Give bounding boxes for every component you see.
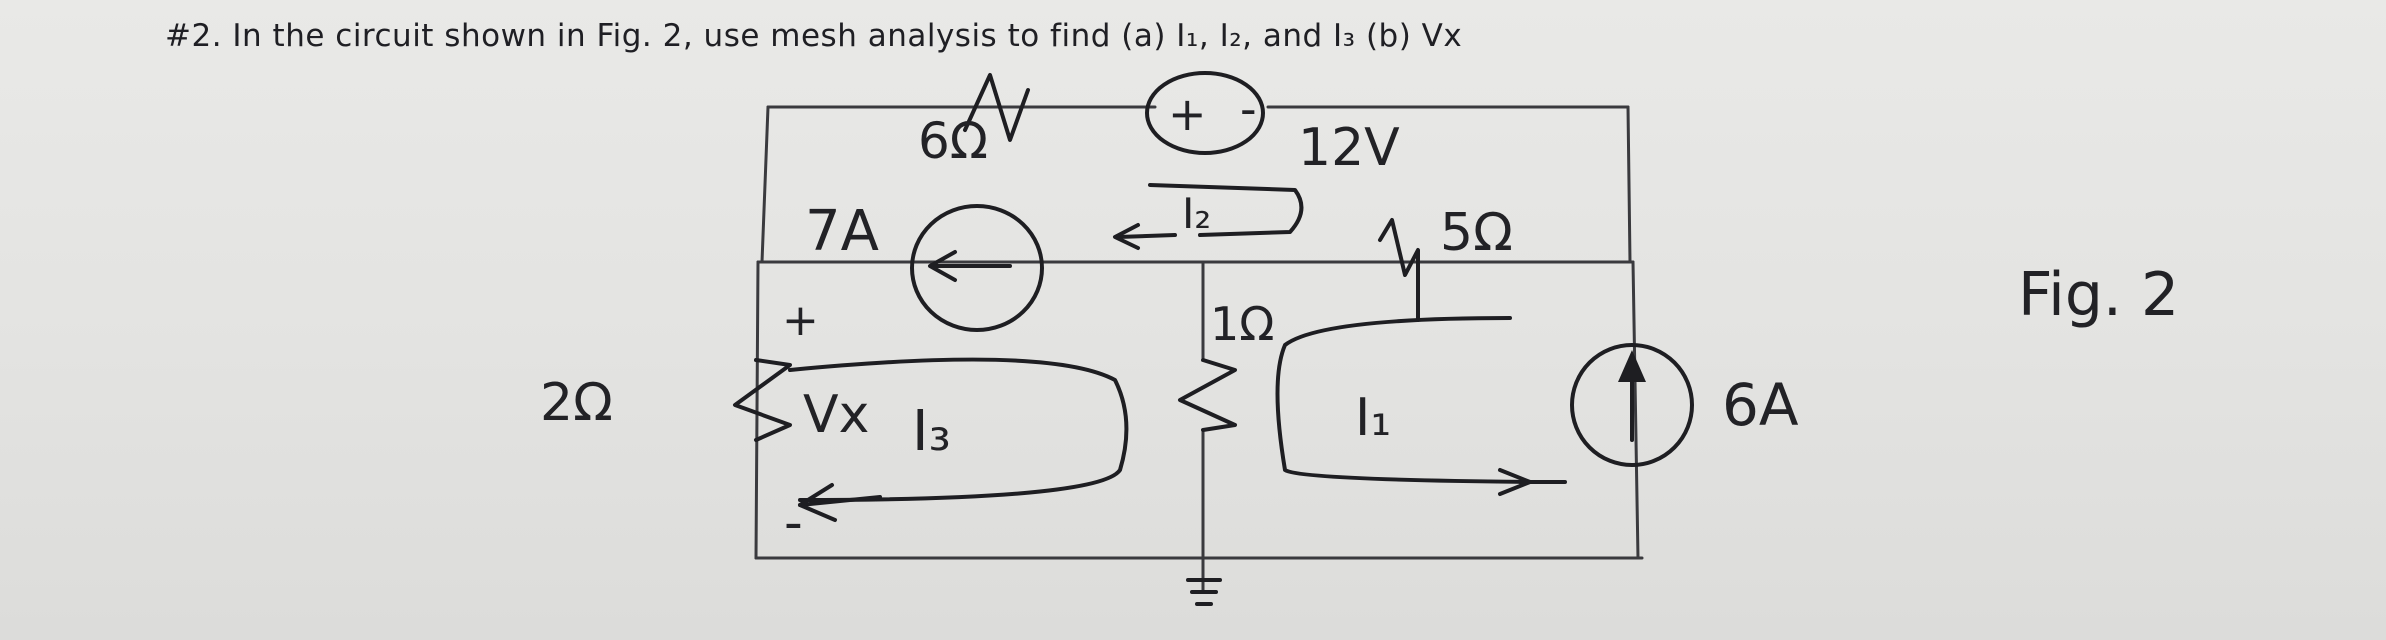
mesh-3-label: I₃ bbox=[912, 399, 951, 464]
mesh-1-arrow-head bbox=[1498, 468, 1532, 496]
mesh-2-loop bbox=[1148, 183, 1304, 237]
vx-label: Vx bbox=[803, 385, 869, 445]
voltage-source-plus: + bbox=[1168, 87, 1207, 141]
resistor-5ohm bbox=[1378, 218, 1420, 322]
resistor-2ohm-label: 2Ω bbox=[540, 373, 613, 433]
current-source-6a-label: 6A bbox=[1722, 371, 1799, 439]
mesh-3-arrow-head bbox=[798, 483, 837, 522]
vx-plus: + bbox=[782, 295, 819, 346]
vx-minus: - bbox=[784, 493, 803, 553]
wire-left-lower bbox=[754, 260, 760, 560]
resistor-1ohm-label: 1Ω bbox=[1210, 297, 1274, 351]
mesh-2: I₂ bbox=[1113, 183, 1304, 250]
mesh-3-loop bbox=[788, 357, 1129, 502]
mesh-2-arrow-shaft bbox=[1116, 233, 1177, 239]
circuit-wires bbox=[754, 105, 1644, 592]
mesh-2-arrow-head bbox=[1113, 223, 1140, 250]
current-source-7a-circle bbox=[910, 204, 1044, 332]
mesh-3-arrow-shaft bbox=[798, 495, 882, 507]
current-source-6a-arrow-head bbox=[1618, 350, 1646, 382]
current-source-7a-arrow-head bbox=[928, 250, 957, 282]
figure-label: Fig. 2 bbox=[2018, 260, 2179, 330]
resistor-5ohm-label: 5Ω bbox=[1440, 203, 1513, 263]
ground-symbol bbox=[1186, 578, 1222, 606]
resistor-1ohm bbox=[1178, 358, 1237, 432]
voltage-source: + - bbox=[1145, 71, 1265, 155]
wire-left-upper bbox=[760, 105, 770, 264]
mesh-1: I₁ bbox=[1275, 316, 1567, 496]
mesh-1-loop bbox=[1275, 316, 1542, 484]
voltage-source-label: 12V bbox=[1298, 118, 1400, 178]
problem-statement: #2. In the circuit shown in Fig. 2, use … bbox=[165, 18, 1463, 54]
voltage-source-circle bbox=[1145, 71, 1265, 155]
wire-right-lower bbox=[1631, 260, 1640, 560]
current-source-6a bbox=[1570, 343, 1694, 467]
wire-right-upper bbox=[1626, 105, 1632, 264]
voltage-source-minus: - bbox=[1240, 82, 1257, 136]
resistor-6ohm-label: 6Ω bbox=[918, 112, 988, 170]
current-source-6a-circle bbox=[1570, 343, 1694, 467]
mesh-2-label: I₂ bbox=[1182, 189, 1211, 238]
current-source-7a bbox=[910, 204, 1044, 332]
resistor-2ohm bbox=[733, 358, 792, 442]
current-source-7a-label: 7A bbox=[805, 199, 879, 264]
mesh-1-label: I₁ bbox=[1355, 388, 1391, 448]
mesh-3: I₃ bbox=[788, 357, 1129, 522]
resistor-6ohm bbox=[963, 73, 1030, 142]
